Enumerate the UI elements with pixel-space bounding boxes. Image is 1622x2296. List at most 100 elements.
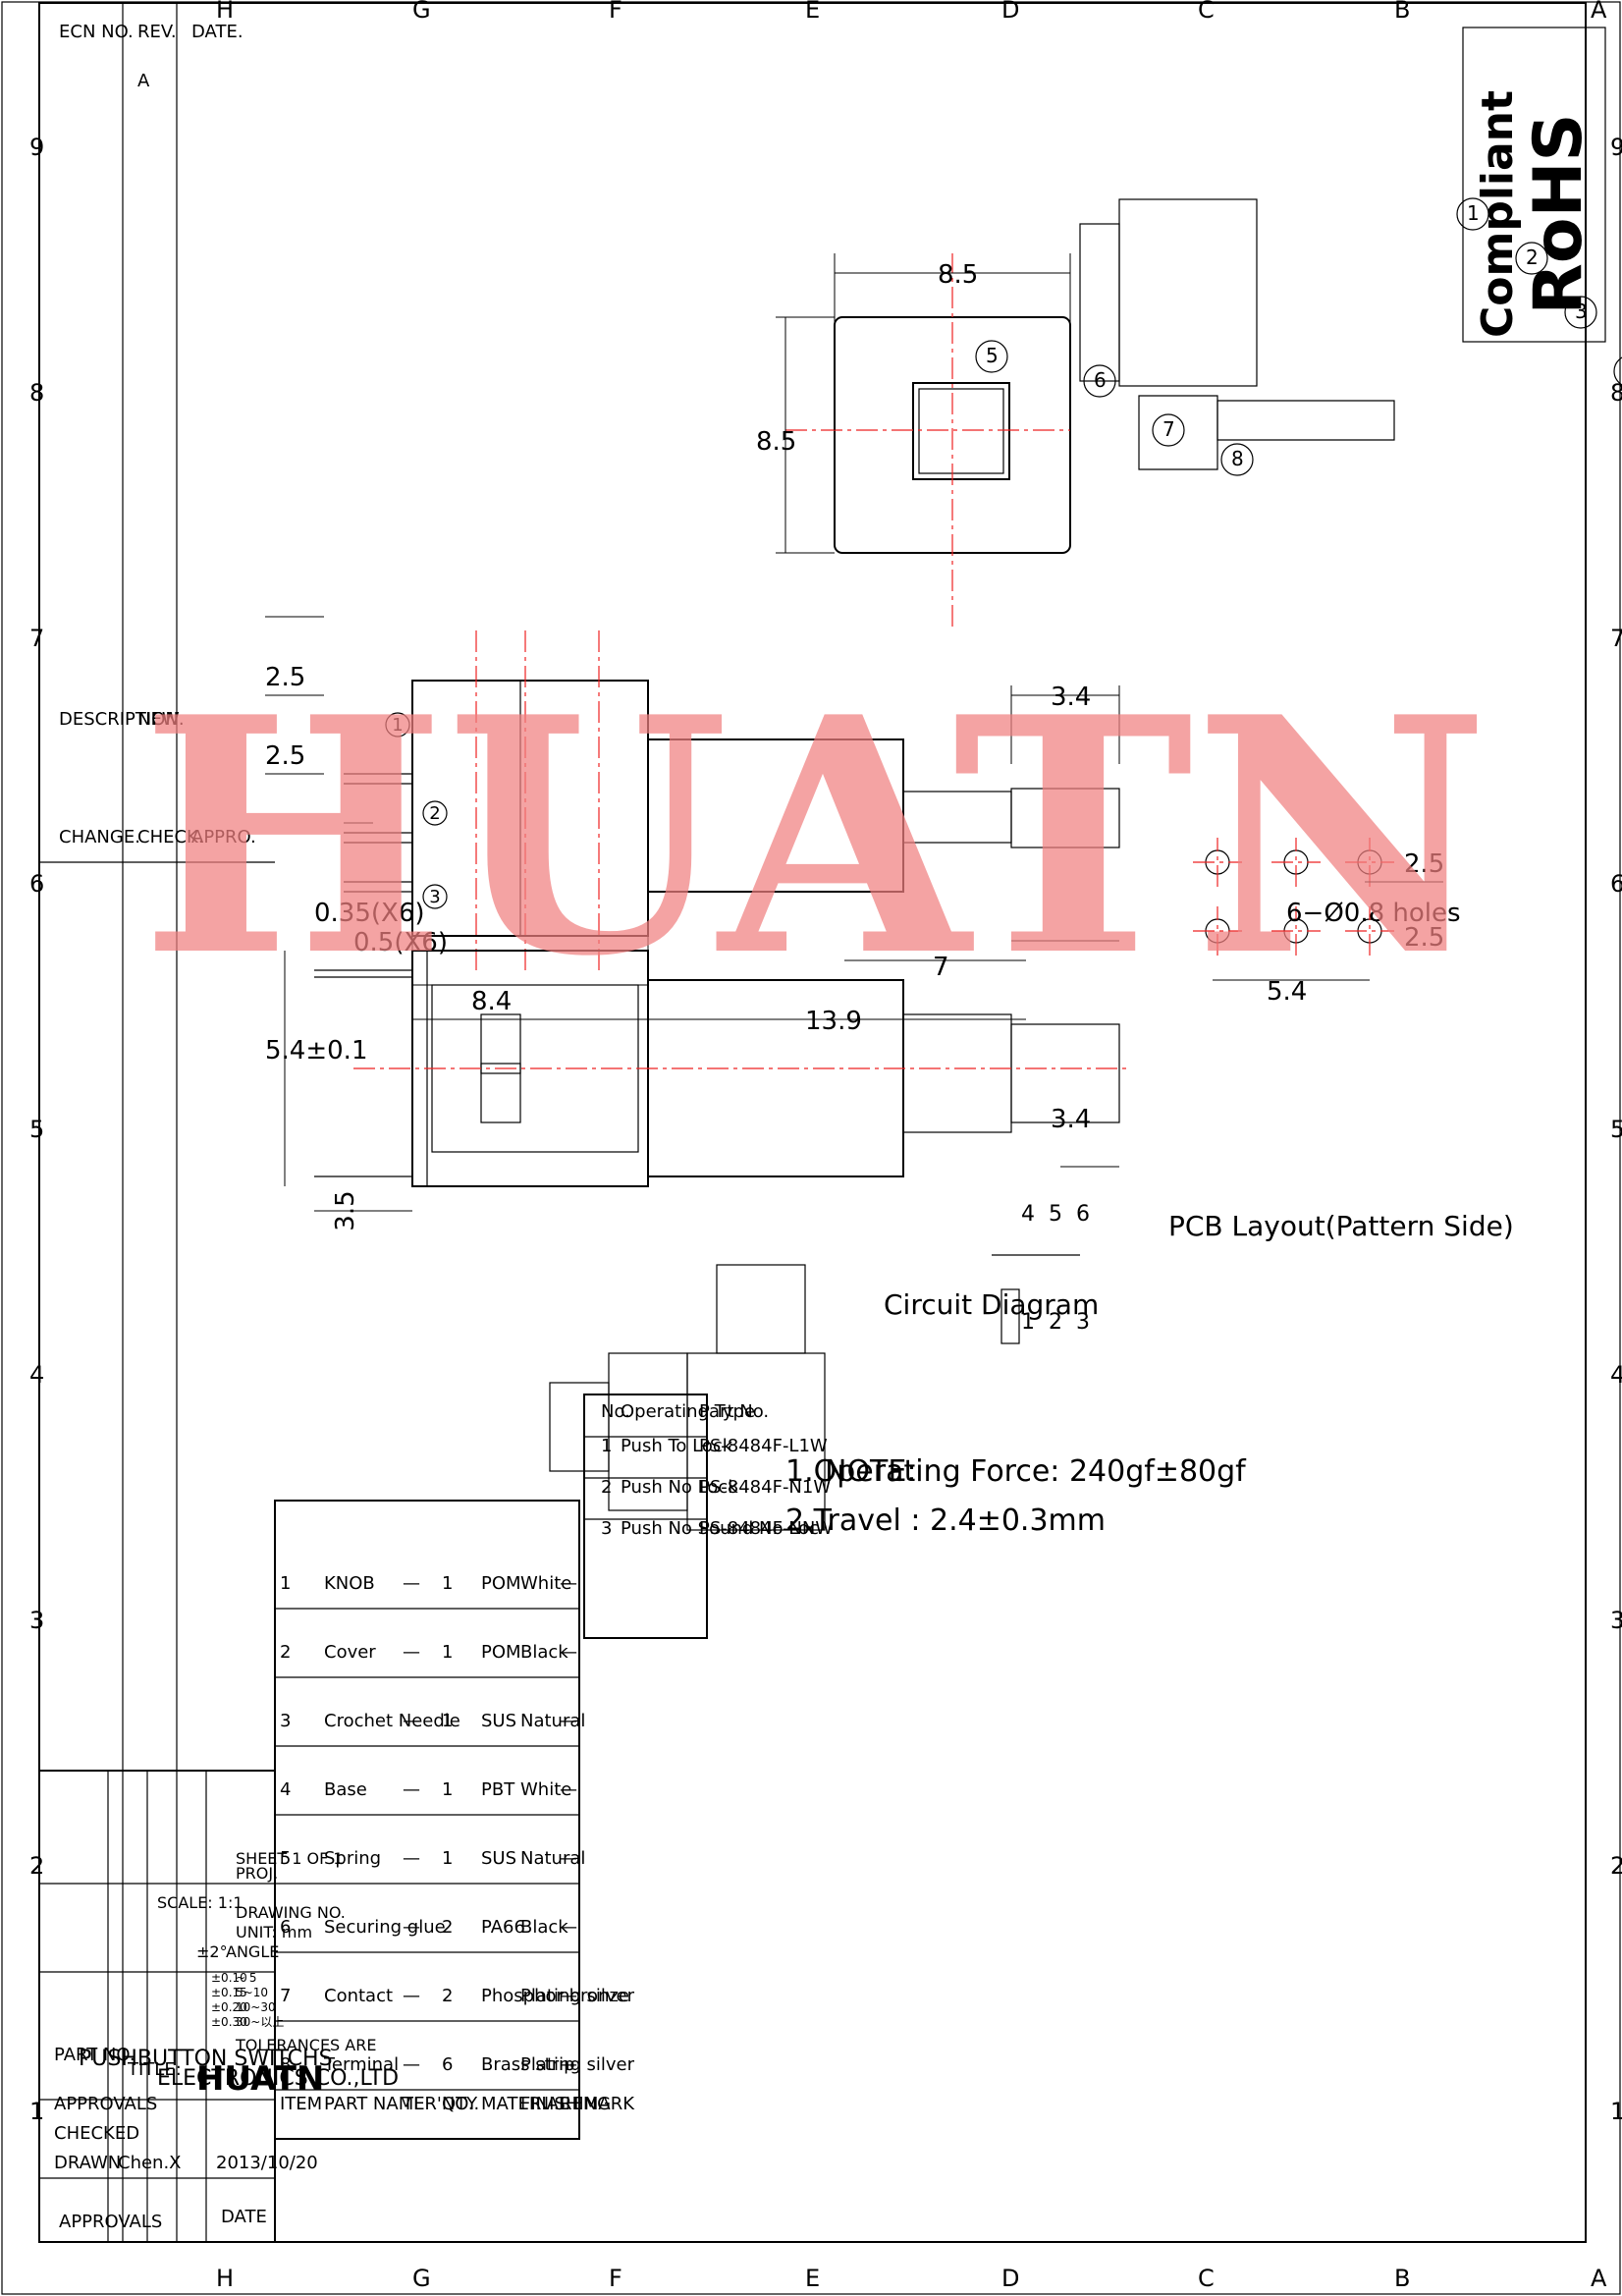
pin-len-dim: 3.5 — [331, 1190, 360, 1230]
grid-row-label: A — [1591, 2265, 1607, 2292]
bom-cell: 2 — [442, 1986, 453, 2006]
callout-number: 1 — [1467, 201, 1480, 225]
grid-col-label: 2 — [29, 1852, 44, 1880]
callout-bubble — [1220, 443, 1254, 476]
iso-view-assembled — [549, 1264, 826, 1531]
pcb-layout-title: PCB Layout(Pattern Side) — [1168, 1210, 1514, 1242]
grid-row-label: B — [1394, 2265, 1410, 2292]
bom-cell: PBT — [481, 1779, 515, 1800]
pin-number-3: 3 — [429, 887, 440, 907]
bom-cell: Base — [324, 1779, 367, 1800]
bom-header: MATERIAL — [481, 2094, 568, 2114]
side-view: 1 2 3 3.4 7 8.4 13.9 2.5 2.5 0.5(X6) — [265, 616, 1120, 1036]
company-name: HUATN — [196, 2059, 324, 2099]
drawing-no-label: DRAWING NO. — [236, 1903, 346, 1922]
description-label: DESCRIPTION. — [59, 709, 185, 730]
grid-col-label: 5 — [1610, 1116, 1622, 1143]
rohs-subtitle: Compliant — [1473, 90, 1523, 338]
op-table-cell: 3 — [601, 1518, 612, 1539]
grid-col-label: 1 — [1610, 2098, 1622, 2125]
grid-labels: 112233445566778899AABBCCDDEEFFGGHH — [29, 0, 1622, 2292]
callout-bubble — [975, 340, 1008, 373]
stem-dia-2-dim: 3.4 — [1051, 1105, 1091, 1134]
bom-cell: Securing glue — [324, 1917, 446, 1938]
pin-span-dim: 5.4±0.1 — [265, 1036, 367, 1066]
callout-number: 3 — [1575, 300, 1588, 323]
grid-col-label: 5 — [29, 1116, 44, 1143]
bom-cell: — — [560, 2054, 577, 2075]
grid-row-label: B — [1394, 0, 1410, 24]
callout-bubble — [1515, 242, 1548, 275]
callout-bubble — [1456, 197, 1489, 231]
op-table-cell: Push No Lock — [621, 1477, 738, 1498]
bom-cell: 1 — [280, 1573, 291, 1594]
bom-cell: Spring — [324, 1848, 381, 1869]
circuit-bottom-pin: 1 — [1021, 1310, 1035, 1335]
checked-label: CHECKED — [54, 2123, 139, 2144]
notes-line1: 1.Operating Force: 240gf±80gf — [785, 1454, 1247, 1489]
grid-col-label: 9 — [1610, 134, 1622, 161]
grid-col-label: 2 — [1610, 1852, 1622, 1880]
bom-cell: 4 — [280, 1779, 291, 1800]
notes-line2: 2.Travel : 2.4±0.3mm — [785, 1503, 1106, 1538]
bom-header: PART NAME — [324, 2094, 425, 2114]
pin-number-2: 2 — [429, 803, 440, 824]
circuit-top-pin: 5 — [1049, 1202, 1062, 1227]
top-width-dim: 8.5 — [938, 260, 978, 290]
company-sub: ELECTRONICS CO.,LTD — [157, 2066, 399, 2091]
bom-cell: — — [403, 1642, 420, 1663]
op-table-cell: 2 — [601, 1477, 612, 1498]
grid-col-label: 4 — [1610, 1361, 1622, 1389]
grid-col-label: 8 — [29, 379, 44, 407]
grid-row-label: H — [216, 0, 234, 24]
ecn-label: ECN NO. — [59, 22, 134, 42]
bom-cell: Natural — [520, 1848, 585, 1869]
bom-cell: — — [403, 1848, 420, 1869]
bom-cell: SUS — [481, 1848, 516, 1869]
front-view: 0.35(X6) 5.4±0.1 3.5 3.4 — [265, 899, 1129, 1231]
callout-number: 5 — [986, 344, 999, 367]
callout-number: 2 — [1526, 246, 1539, 269]
bom-header: QTY. — [442, 2094, 479, 2114]
notes-title: NOTE: — [825, 1454, 916, 1489]
grid-col-label: 6 — [29, 870, 44, 898]
circuit-title: Circuit Diagram — [884, 1288, 1099, 1321]
op-table-cell: PS-8484F-N1W — [699, 1477, 831, 1498]
callout-number: 6 — [1094, 368, 1107, 392]
grid-row-label: G — [412, 2265, 431, 2292]
tol-value: ±0.15 — [211, 1986, 247, 1999]
bom-cell: — — [403, 1711, 420, 1731]
tol-range: 10~30 — [236, 2000, 276, 2014]
bom-cell: Contact — [324, 1986, 393, 2006]
grid-col-label: 7 — [29, 625, 44, 652]
body-len-dim: 8.4 — [471, 987, 512, 1016]
approvals-label: APPROVALS — [59, 2212, 162, 2232]
bom-cell: 2 — [442, 1917, 453, 1938]
bom-cell: 2 — [280, 1642, 291, 1663]
callout-number: 8 — [1231, 447, 1244, 470]
part-no-label: PART NO. — [54, 2045, 135, 2065]
bom-cell: White — [520, 1779, 571, 1800]
bom-cell: White — [520, 1573, 571, 1594]
change-label: CHANGE. — [59, 827, 140, 847]
bom-cell: Crochet Needle — [324, 1711, 460, 1731]
bom-cell: POM — [481, 1642, 521, 1663]
pcb-layout: 5.4 2.5 2.5 6−Ø0.8 holes PCB Layout(Patt… — [1168, 838, 1514, 1242]
drawn-label: DRAWN — [54, 2153, 121, 2173]
grid-row-label: F — [609, 0, 622, 24]
revision-block: ECN NO.REV.ADATE.DESCRIPTION.NEWCHANGE.C… — [39, 3, 275, 2242]
iso-view-exploded — [1079, 198, 1395, 470]
bom-cell: SUS — [481, 1711, 516, 1731]
bom-cell: 3 — [280, 1711, 291, 1731]
bom-cell: 6 — [442, 2054, 453, 2075]
bom-cell: 8 — [280, 2054, 291, 2075]
rev-label: REV. — [137, 22, 177, 42]
op-table-cell: 1 — [601, 1436, 612, 1456]
bom-cell: 6 — [280, 1917, 291, 1938]
tol-value: ±0.20 — [211, 2000, 247, 2014]
grid-row-label: D — [1001, 2265, 1019, 2292]
bom-cell: — — [403, 1573, 420, 1594]
pcb-pitch-b-dim: 2.5 — [1404, 923, 1444, 953]
grid-col-label: 3 — [1610, 1607, 1622, 1634]
inner-frame — [38, 2, 1587, 2243]
